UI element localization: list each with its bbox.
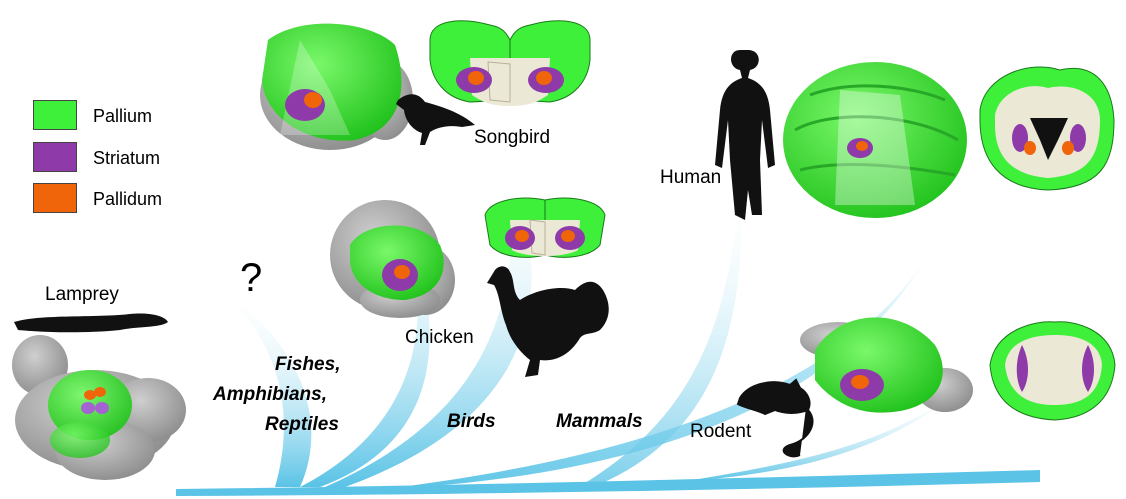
pallidum-swatch (33, 183, 77, 213)
lamprey-silhouette (14, 313, 168, 332)
striatum-swatch (33, 142, 77, 172)
label-chicken: Chicken (405, 328, 474, 347)
rodent-brain (800, 317, 973, 412)
legend-label: Pallidum (93, 189, 162, 210)
label-reptiles: Reptiles (265, 415, 339, 434)
legend-label: Pallium (93, 106, 152, 127)
label-fishes: Fishes, (275, 355, 340, 374)
human-brain (783, 62, 967, 218)
label-human: Human (660, 168, 721, 187)
human-silhouette (715, 50, 775, 220)
rodent-section (990, 322, 1115, 420)
lamprey-brain (12, 335, 186, 480)
label-mammals: Mammals (556, 412, 643, 431)
legend-label: Striatum (93, 148, 160, 169)
chicken-section (485, 198, 605, 257)
pallium-swatch (33, 100, 77, 130)
rodent-silhouette (738, 380, 813, 456)
question-mark: ? (240, 258, 262, 298)
label-songbird: Songbird (474, 128, 550, 147)
lamprey-group (12, 313, 186, 480)
label-amphibians: Amphibians, (213, 385, 327, 404)
chicken-brain (330, 200, 455, 318)
label-birds: Birds (447, 412, 496, 431)
human-section (980, 67, 1114, 190)
songbird-brain (260, 24, 413, 150)
songbird-section (430, 21, 590, 106)
label-lamprey: Lamprey (45, 285, 119, 304)
songbird-silhouette (396, 94, 475, 145)
label-rodent: Rodent (690, 422, 751, 441)
